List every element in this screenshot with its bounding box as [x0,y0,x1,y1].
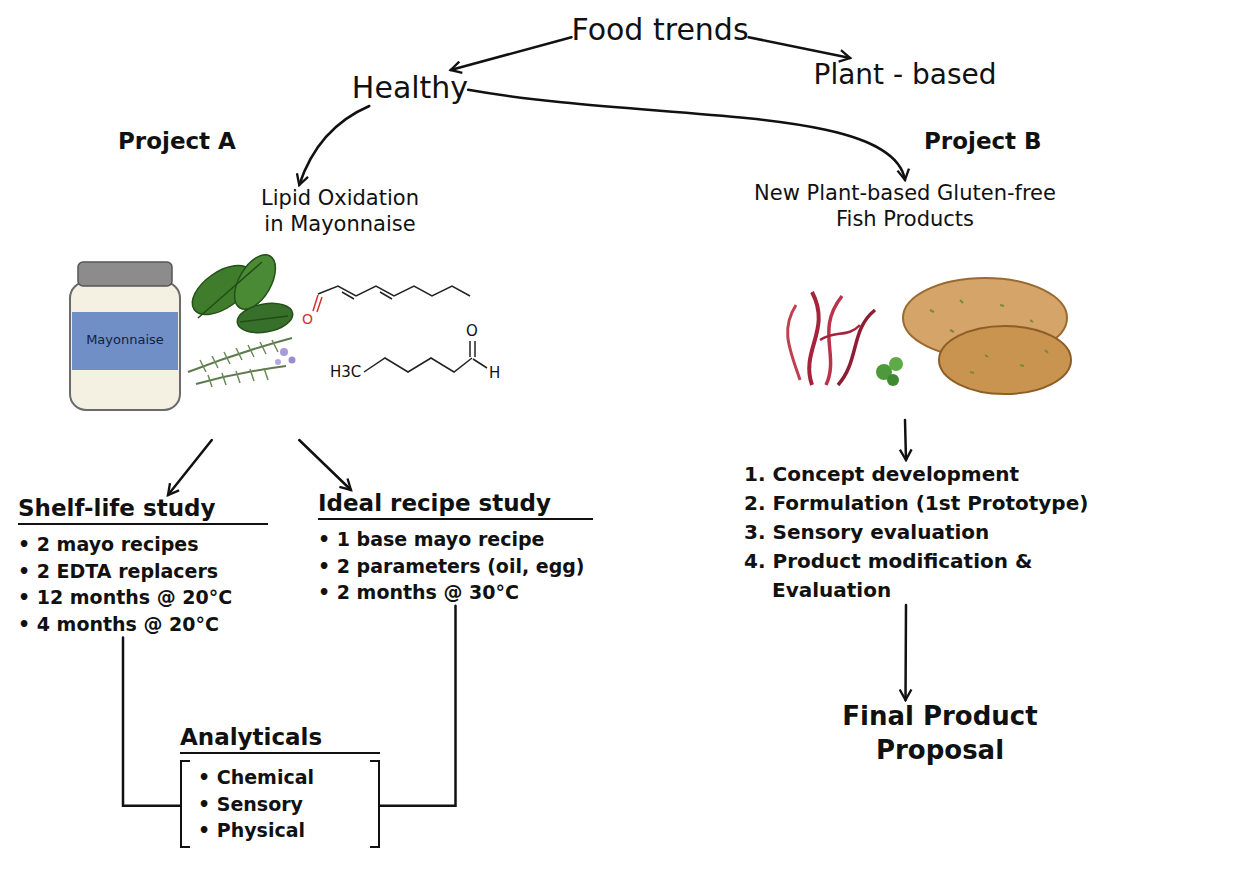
final-node: Final Product Proposal [825,700,1055,768]
connector [380,606,456,806]
trend-node: Healthy [352,70,468,106]
node-text: • 2 mayo recipes [18,531,268,558]
node-text: • 12 months @ 20°C [18,584,268,611]
topic-node: Food trends [571,12,748,48]
mayo-jar [70,262,180,410]
parsley-leaf [887,374,899,386]
flower [275,359,281,365]
double-bond [380,292,392,299]
spinach-leaves [184,248,295,337]
steps-list: 1. Concept development2. Formulation (1s… [744,460,1104,605]
trend-node: Plant - based [814,58,997,92]
fish-cake [939,326,1071,394]
connector [905,420,906,460]
heading-text: Ideal recipe study [318,490,593,520]
node-text: • 2 months @ 30°C [318,579,593,606]
node-text: 3. Sensory evaluation [744,518,1104,547]
frond [826,296,842,385]
connector [749,37,851,58]
node-text: • Chemical [198,764,362,791]
connector [168,440,212,495]
project-label: Project A [118,128,236,154]
node-text: New Plant-based Gluten-free Fish Product… [740,180,1070,233]
connector [451,37,572,70]
node-text: 2. Formulation (1st Prototype) [744,489,1104,518]
hexanal-structure [364,341,487,372]
frond [809,292,819,385]
node-text: Healthy [352,70,468,106]
carbonyl-bond [474,341,476,357]
node-text: 1. Concept development [744,460,1104,489]
node-text: 4. Product modification & Evaluation [744,547,1104,605]
project-node: Lipid Oxidation in Mayonnaise [60,185,520,440]
fish-cakes [903,278,1071,394]
heading-text: Analyticals [180,724,380,754]
seaweed [788,292,875,385]
connector [123,637,180,805]
jar-label [72,312,178,370]
connector [299,106,369,185]
jar-body [70,282,180,410]
project-node: New Plant-based Gluten-free Fish Product… [740,180,1070,420]
herb-flecks [930,300,1048,373]
node-text: Final Product Proposal [825,700,1055,768]
project-label: Project B [924,128,1042,154]
atom-label: O [302,311,313,327]
bond-chain [364,358,472,372]
needles [200,340,278,387]
connector [299,440,351,490]
node-text: • 1 base mayo recipe [318,526,593,553]
jar-label-text: Mayonnaise [72,332,178,347]
rosemary [188,338,296,387]
study-box: Shelf-life study • 2 mayo recipes• 2 EDTA… [18,495,268,637]
connector [904,605,907,700]
flower [280,348,288,356]
parsley-leaf [889,357,903,371]
parsley [876,357,903,386]
carbonyl-bond [313,295,318,311]
study-box: Ideal recipe study• 1 base mayo recipe• … [318,490,593,606]
node-text: • 2 EDTA replacers [18,558,268,585]
heading-text: Shelf-life study [18,495,268,525]
bond [473,359,487,368]
connector [468,90,905,180]
analytics-box: Analyticals • Chemical• Sensory• Physical [180,724,380,848]
atom-label: H [489,364,500,382]
decadienal-structure [313,286,470,312]
flower [289,357,296,364]
frond [820,325,860,340]
frond [838,310,875,385]
node-text: • 4 months @ 20°C [18,611,268,638]
node-text: Lipid Oxidation in Mayonnaise [250,185,430,238]
node-text: Food trends [571,12,748,48]
node-text: Plant - based [814,58,997,92]
frond [788,305,800,380]
jar-lid [78,262,172,286]
atom-label: O [466,322,478,340]
double-bond [342,292,354,299]
node-text: • Sensory [198,791,362,818]
leaf-vein [198,262,288,322]
carbonyl-bond [469,341,471,357]
node-text: • 2 parameters (oil, egg) [318,553,593,580]
node-text: • Physical [198,817,362,844]
leaf [235,299,295,336]
bond-chain [318,286,470,296]
bracket-list: • Chemical• Sensory• Physical [180,760,380,848]
atom-label: H3C [330,363,361,381]
carbonyl-bond [317,297,322,312]
